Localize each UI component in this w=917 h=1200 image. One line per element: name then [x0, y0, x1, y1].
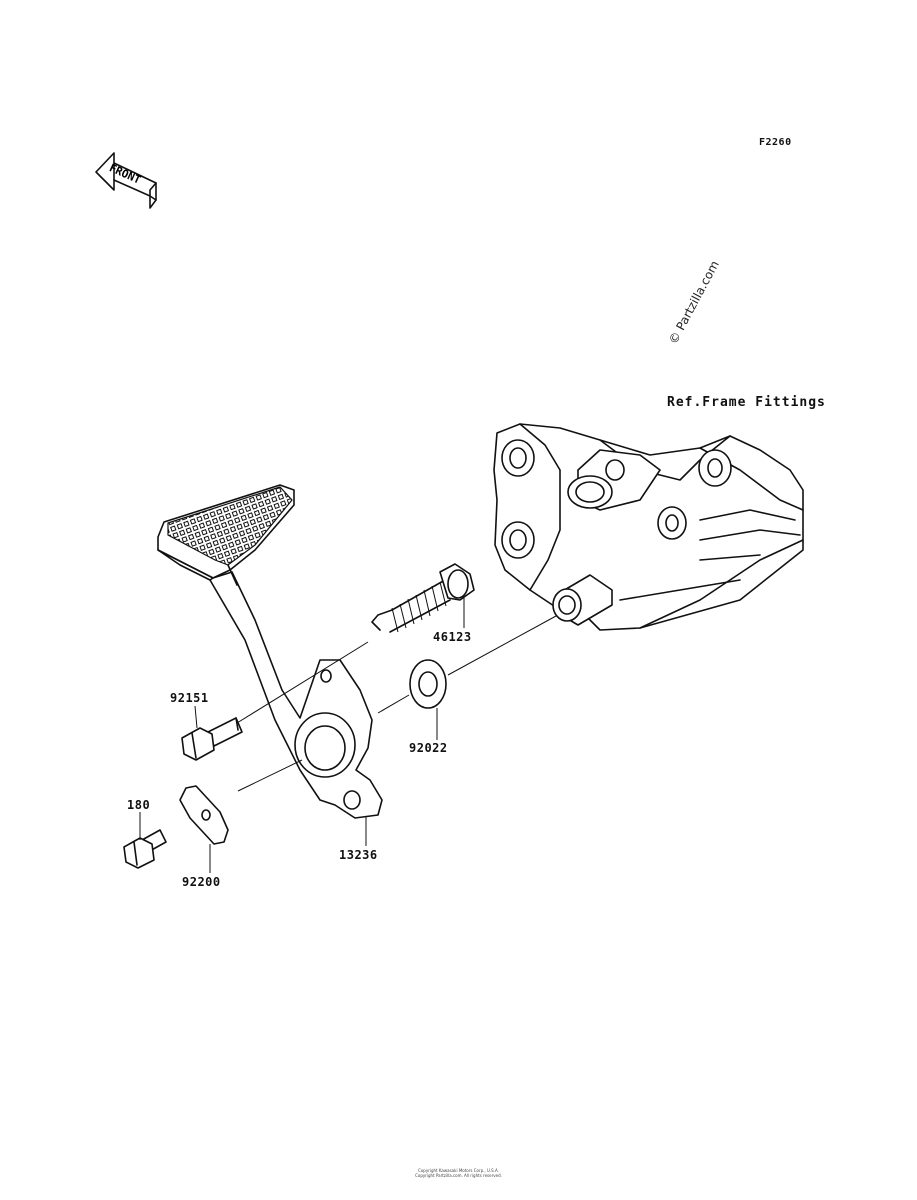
part-number-92200[interactable]: 92200 [182, 875, 221, 889]
bolt-92151 [181, 717, 243, 761]
bolt-180 [123, 829, 167, 869]
frame-fitting-bracket [493, 423, 804, 631]
part-number-180[interactable]: 180 [127, 798, 151, 812]
washer-92200 [179, 785, 229, 845]
part-number-46123[interactable]: 46123 [433, 630, 472, 644]
leader-lines [139, 598, 557, 873]
brake-pedal-13236 [157, 484, 383, 819]
reference-label: Ref.Frame Fittings [667, 395, 826, 410]
copyright-footer: Copyright Kawasaki Motors Corp., U.S.A. … [0, 1168, 917, 1178]
copyright-line: Copyright Partzilla.com. All rights rese… [415, 1173, 502, 1178]
copyright-line: Copyright Kawasaki Motors Corp., U.S.A. [418, 1168, 499, 1173]
part-number-92151[interactable]: 92151 [170, 691, 209, 705]
washer-92022 [409, 659, 447, 709]
return-spring-46123 [371, 563, 475, 633]
part-number-92022[interactable]: 92022 [409, 741, 448, 755]
front-arrow-icon: FRONT [95, 152, 157, 209]
figure-code: F2260 [759, 137, 792, 148]
part-number-13236[interactable]: 13236 [339, 848, 378, 862]
